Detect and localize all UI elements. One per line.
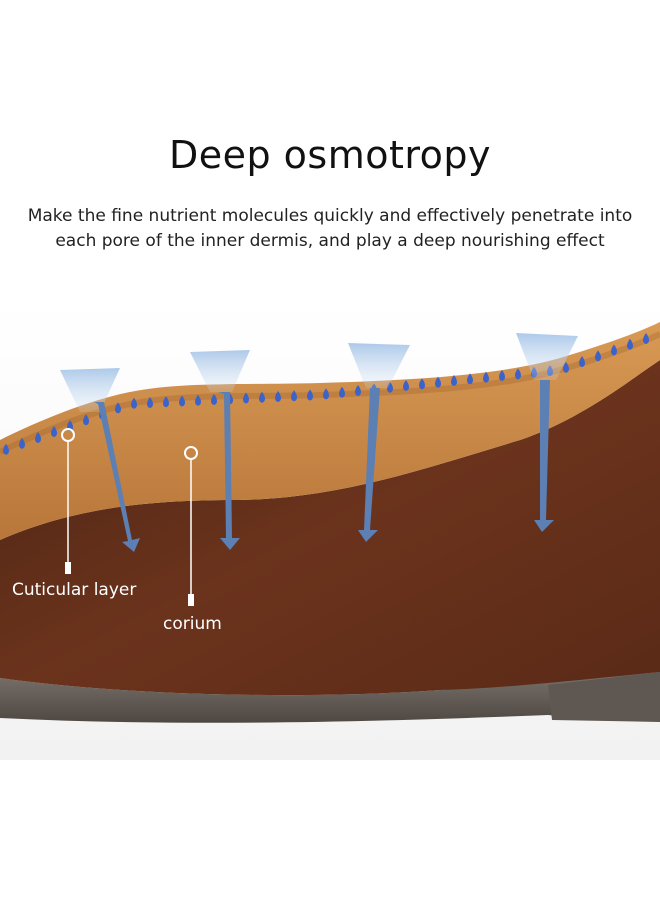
droplet-icon bbox=[643, 333, 649, 345]
droplet-icon bbox=[243, 392, 249, 404]
droplet-icon bbox=[307, 389, 313, 401]
droplet-icon bbox=[451, 375, 457, 387]
droplet-icon bbox=[435, 376, 441, 388]
cuticular-marker bbox=[61, 428, 75, 574]
droplet-icon bbox=[419, 378, 425, 390]
droplet-icon bbox=[403, 380, 409, 392]
shoe-sole bbox=[0, 672, 660, 723]
penetration-arrows bbox=[94, 380, 554, 552]
droplet-icon bbox=[211, 394, 217, 406]
corium-marker bbox=[184, 446, 198, 606]
absorption-cones bbox=[60, 333, 578, 412]
droplet-icon bbox=[339, 386, 345, 398]
cuticular-layer-label: Cuticular layer bbox=[12, 580, 137, 600]
outer-leather bbox=[0, 322, 660, 540]
droplet-icon bbox=[467, 373, 473, 385]
droplet-icon bbox=[131, 397, 137, 409]
droplet-icon bbox=[147, 397, 153, 409]
droplet-icon bbox=[83, 414, 89, 426]
droplet-icon bbox=[595, 350, 601, 362]
droplet-icon bbox=[515, 368, 521, 380]
droplet-icon bbox=[579, 356, 585, 368]
droplet-icon bbox=[275, 390, 281, 402]
page-title: Deep osmotropy bbox=[168, 133, 492, 177]
droplet-icon bbox=[259, 391, 265, 403]
droplet-icon bbox=[195, 394, 201, 406]
droplet-icon bbox=[3, 443, 9, 455]
droplet-icon bbox=[51, 426, 57, 438]
droplet-icon bbox=[355, 385, 361, 397]
droplet-icon bbox=[563, 361, 569, 373]
inner-leather bbox=[0, 360, 660, 696]
droplet-icon bbox=[627, 338, 633, 350]
droplet-icon bbox=[499, 370, 505, 382]
droplet-icon bbox=[163, 396, 169, 408]
droplet-icon bbox=[291, 390, 297, 402]
droplet-icon bbox=[611, 344, 617, 356]
leather-layers-illustration bbox=[0, 300, 660, 760]
droplet-icon bbox=[483, 371, 489, 383]
corium-label: corium bbox=[163, 614, 222, 634]
shoe-heel bbox=[548, 672, 660, 722]
page-description: Make the fine nutrient molecules quickly… bbox=[27, 206, 633, 251]
droplet-icon bbox=[115, 402, 121, 414]
droplet-icon bbox=[179, 395, 185, 407]
droplet-icon bbox=[19, 437, 25, 449]
droplet-icon bbox=[323, 388, 329, 400]
droplet-icon bbox=[35, 431, 41, 443]
